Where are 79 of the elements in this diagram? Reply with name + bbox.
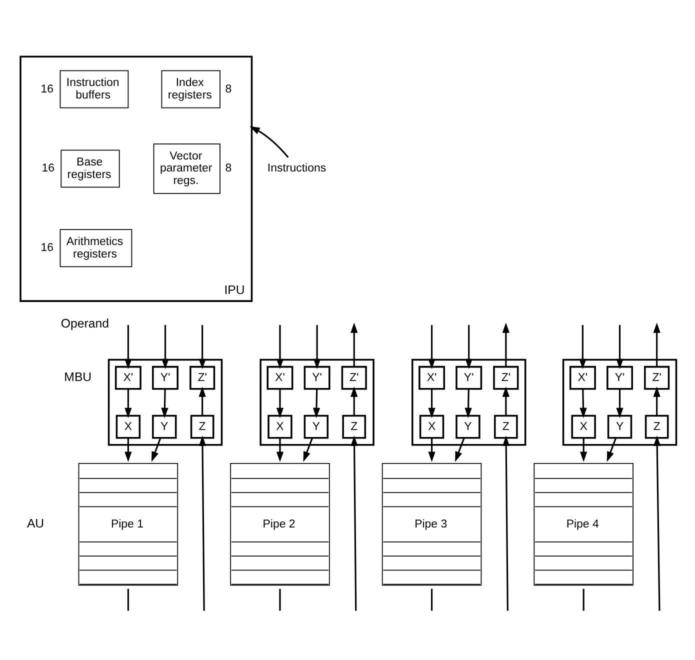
arrow xyxy=(124,324,132,369)
arrow xyxy=(464,388,472,418)
arrow xyxy=(465,324,472,369)
node-label: 8 xyxy=(225,162,232,174)
arrow xyxy=(428,324,436,369)
arrow xyxy=(580,388,587,418)
arrow xyxy=(616,324,624,369)
arrow xyxy=(303,437,314,462)
arrow xyxy=(580,437,588,462)
label: Operand xyxy=(60,316,109,330)
arrow xyxy=(350,435,358,610)
arrow xyxy=(124,437,132,462)
node-box: X' xyxy=(114,365,142,390)
node-box: Y' xyxy=(456,365,482,390)
arrow xyxy=(653,322,660,366)
node-box: Z xyxy=(644,414,669,438)
label: MBU xyxy=(64,370,92,384)
node-box: Y xyxy=(456,414,480,438)
arrow xyxy=(653,386,660,416)
arrow xyxy=(162,324,169,369)
arrow xyxy=(250,126,289,158)
arrow xyxy=(616,388,624,418)
arrow xyxy=(428,388,436,418)
node-box: X xyxy=(116,414,141,438)
arrow xyxy=(350,322,358,366)
arrow xyxy=(276,324,284,369)
node-label: 16 xyxy=(42,162,54,174)
connector xyxy=(582,588,584,610)
connector xyxy=(279,588,281,610)
node-box: Z' xyxy=(341,365,367,390)
arrow xyxy=(198,386,206,416)
arrow xyxy=(502,322,510,366)
node-box: Y xyxy=(152,414,177,438)
connector xyxy=(431,588,433,610)
connector xyxy=(127,588,129,610)
node-text: Instructions xyxy=(267,162,326,174)
arrow xyxy=(654,435,661,610)
node-box: Index registers xyxy=(161,70,220,108)
node-box: Base registers xyxy=(60,149,120,188)
node-box: Y xyxy=(607,414,632,438)
node-label: 16 xyxy=(40,82,54,95)
node-box: X' xyxy=(266,365,294,390)
node-box: Z xyxy=(494,414,518,438)
node-box: Z' xyxy=(644,365,670,390)
node-box: Vector parameter regs. xyxy=(153,143,220,194)
arrow xyxy=(124,388,132,418)
node-box: Z' xyxy=(190,365,216,390)
node-box: X' xyxy=(569,365,596,390)
node-box: X xyxy=(571,414,596,438)
arrow xyxy=(502,386,510,416)
node-box: Y' xyxy=(152,365,178,390)
arrow xyxy=(198,324,206,369)
arrow xyxy=(312,388,320,418)
arrow xyxy=(350,386,358,416)
arrow xyxy=(161,388,168,418)
node-box: X xyxy=(268,414,292,438)
arrow xyxy=(428,437,436,462)
node-box: Y xyxy=(304,414,329,438)
node-box: Z' xyxy=(493,365,519,390)
arrow xyxy=(313,324,321,369)
label: AU xyxy=(26,516,44,530)
node-label: 16 xyxy=(40,242,54,254)
node-box: X xyxy=(419,414,444,438)
node-box: Y' xyxy=(606,365,633,390)
node-label: 8 xyxy=(225,82,232,95)
arrow xyxy=(579,324,586,369)
arrow xyxy=(276,437,284,462)
node-box: Z xyxy=(190,414,214,438)
arrow xyxy=(151,437,162,462)
node-box: Y' xyxy=(304,365,330,390)
node-box: Arithmetics registers xyxy=(60,228,132,267)
arrow xyxy=(276,388,284,418)
arrow xyxy=(502,435,510,610)
node-box: Z xyxy=(342,414,366,438)
arrow xyxy=(198,435,206,610)
node-box: X' xyxy=(418,365,446,390)
arrow xyxy=(606,437,617,462)
arrow xyxy=(455,437,465,462)
node-box: Instruction buffers xyxy=(60,70,129,108)
